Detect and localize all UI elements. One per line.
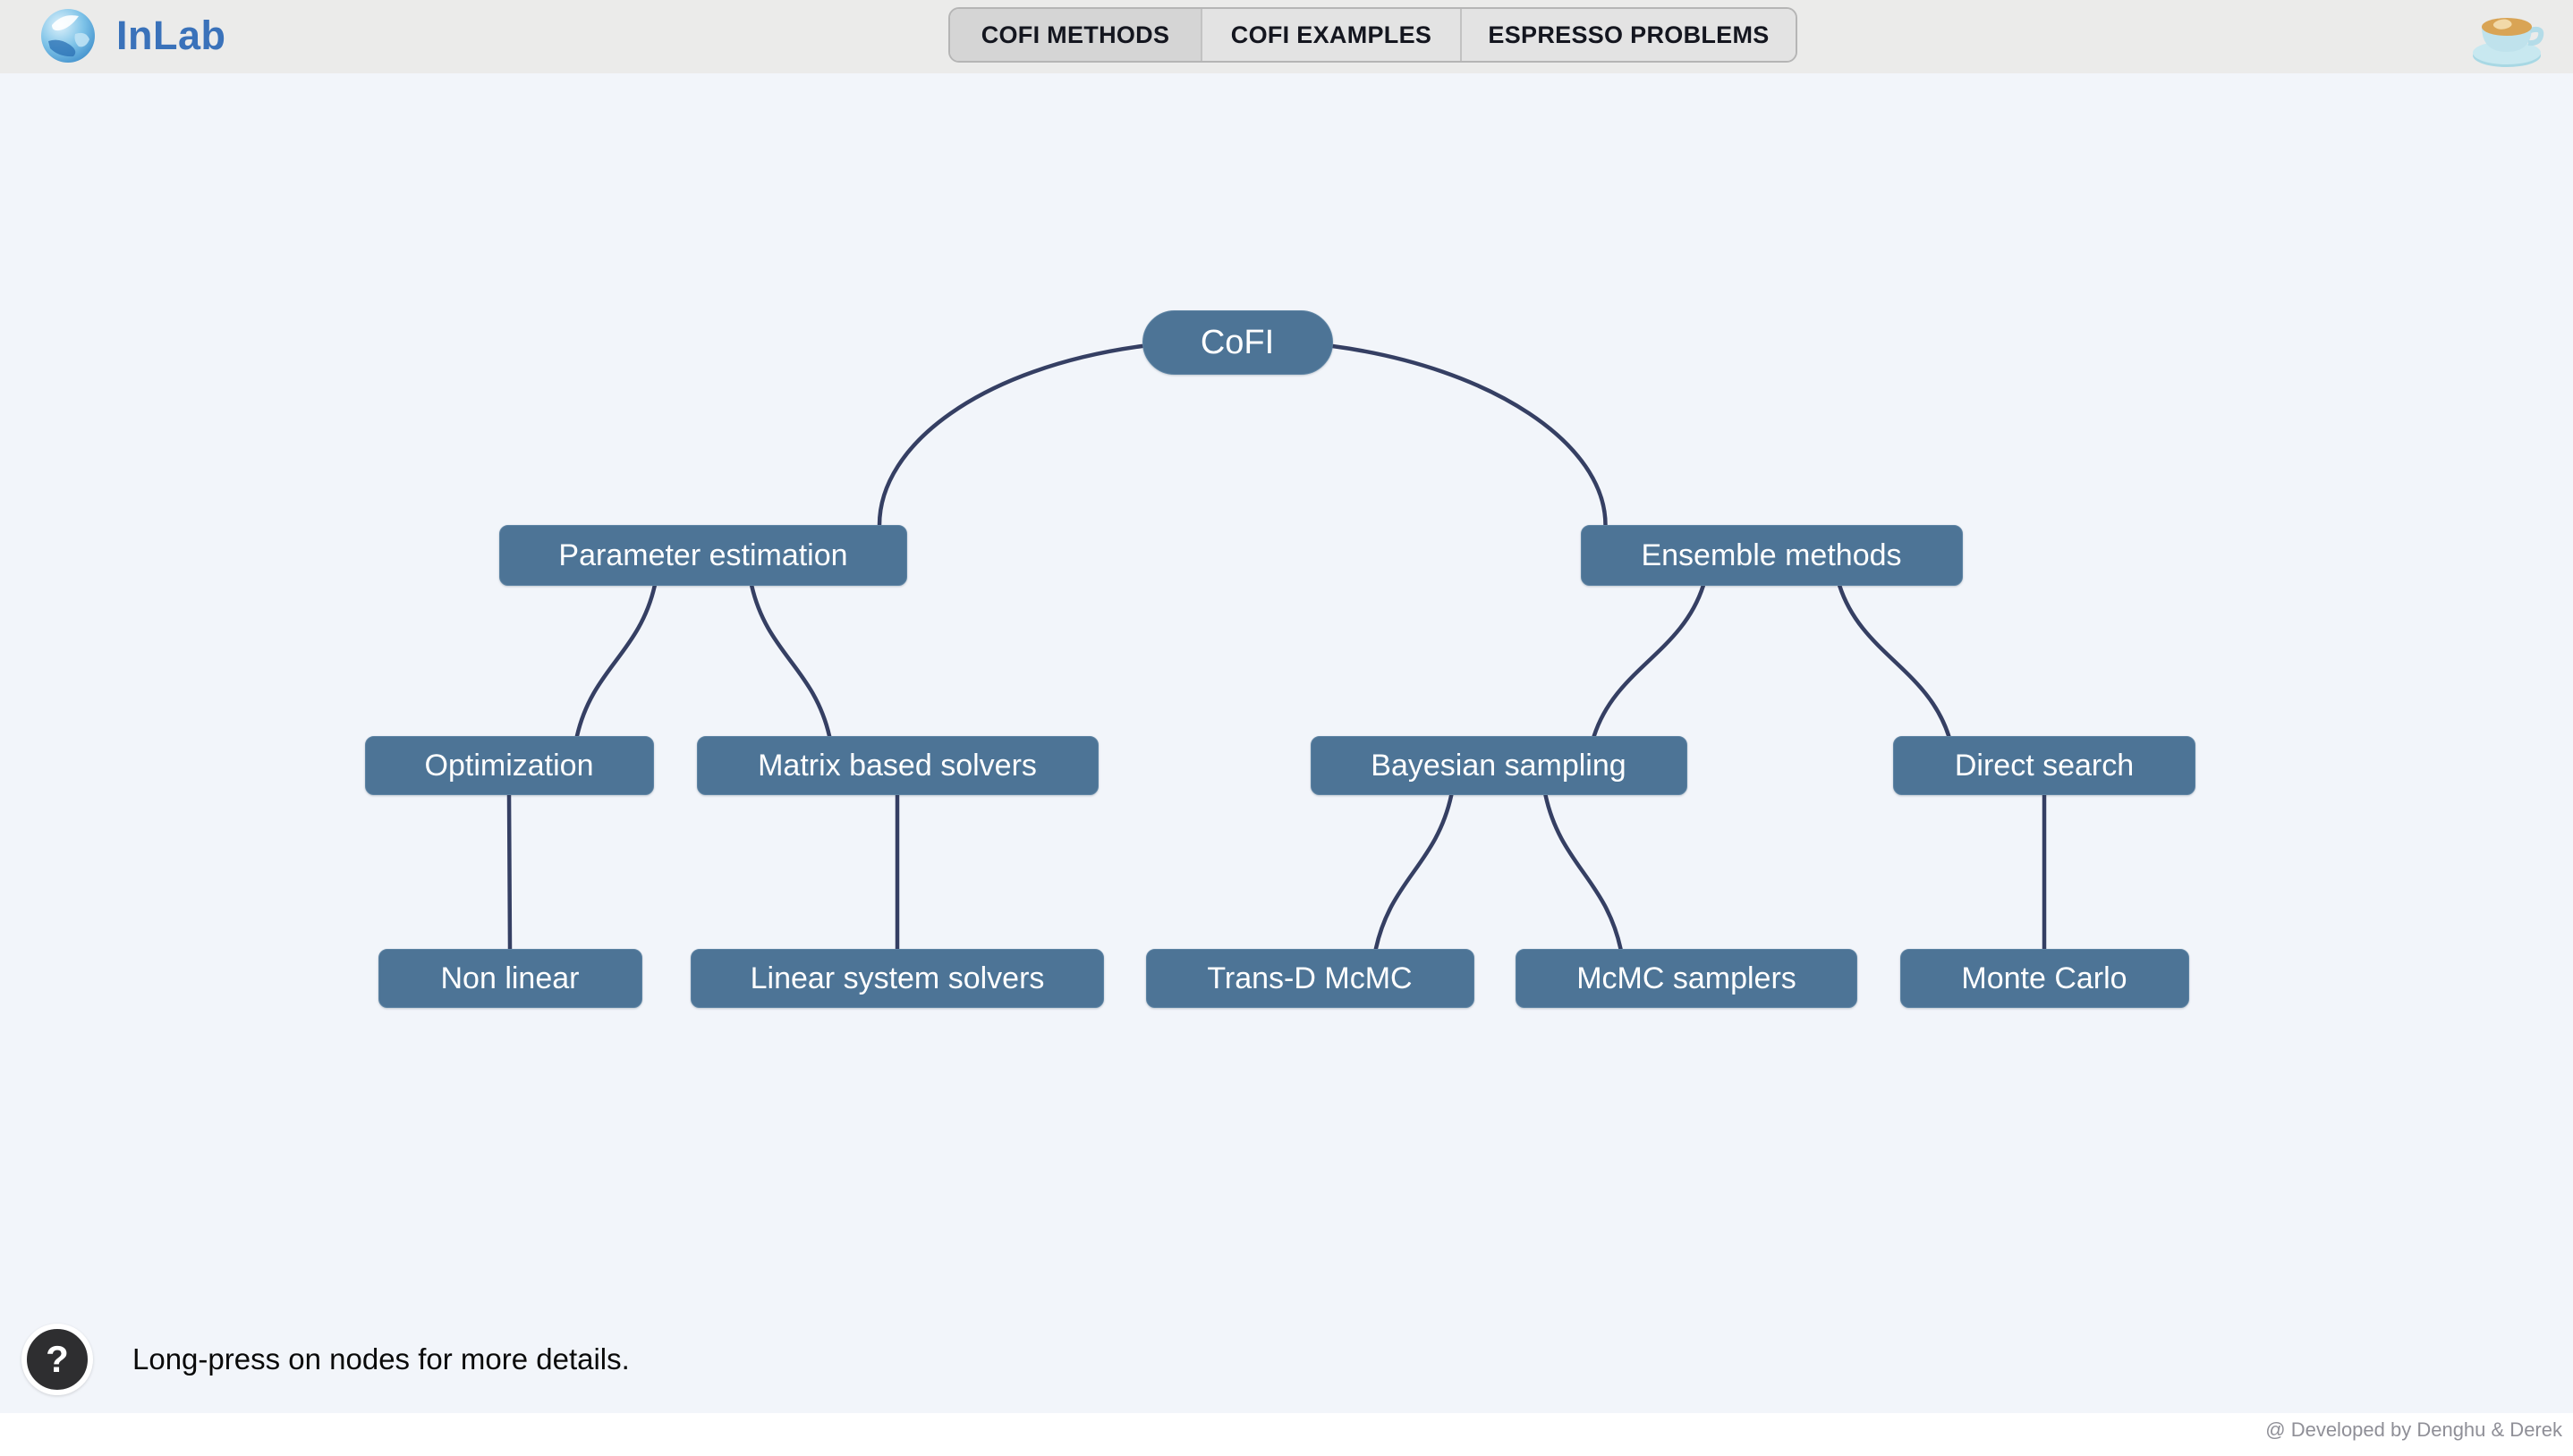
tree-node-matrix[interactable]: Matrix based solvers (696, 736, 1099, 795)
coffee-cup-icon[interactable] (2464, 2, 2550, 72)
tree-edge-ensemble-bayesian (1592, 583, 1705, 739)
tree-node-mcmc[interactable]: McMC samplers (1516, 949, 1857, 1008)
tree-node-param[interactable]: Parameter estimation (499, 525, 907, 586)
tree-node-ensemble[interactable]: Ensemble methods (1580, 525, 1963, 586)
developer-credit: @ Developed by Denghu & Derek (2265, 1418, 2562, 1441)
footer-bar: @ Developed by Denghu & Derek (0, 1413, 2573, 1456)
tree-node-cofi[interactable]: CoFI (1142, 310, 1333, 375)
tree-edge-cofi-ensemble (1330, 343, 1608, 528)
help-hint: ? Long-press on nodes for more details. (21, 1324, 630, 1395)
tree-edge-bayesian-mcmc (1543, 792, 1623, 952)
tree-edge-param-optimization (574, 583, 657, 739)
tree-edge-cofi-param (877, 343, 1144, 528)
tree-edge-bayesian-transd (1373, 792, 1454, 952)
tree-node-linear[interactable]: Linear system solvers (691, 949, 1104, 1008)
tab-cofi-methods[interactable]: COFI METHODS (950, 9, 1201, 61)
tree-node-optimization[interactable]: Optimization (364, 736, 654, 795)
tree-edge-optimization-nonlinear (506, 792, 513, 952)
tree-node-direct[interactable]: Direct search (1893, 736, 2195, 795)
globe-logo-icon (41, 9, 95, 63)
brand-logo-link[interactable]: InLab (39, 7, 226, 64)
tree-node-bayesian[interactable]: Bayesian sampling (1310, 736, 1687, 795)
help-hint-text: Long-press on nodes for more details. (132, 1342, 630, 1376)
tree-node-nonlinear[interactable]: Non linear (378, 949, 642, 1008)
tree-node-monte[interactable]: Monte Carlo (1899, 949, 2189, 1008)
tree-edge-ensemble-direct (1838, 583, 1951, 739)
brand-name: InLab (116, 13, 226, 58)
tab-espresso-problems[interactable]: ESPRESSO PROBLEMS (1460, 9, 1796, 61)
tree-node-transd[interactable]: Trans-D McMC (1145, 949, 1474, 1008)
mindmap-canvas: CoFI Parameter estimation Ensemble methods… (0, 73, 2573, 1413)
tab-cofi-examples[interactable]: COFI EXAMPLES (1201, 9, 1460, 61)
question-mark-icon: ? (21, 1324, 93, 1395)
tree-edge-param-matrix (750, 583, 832, 739)
